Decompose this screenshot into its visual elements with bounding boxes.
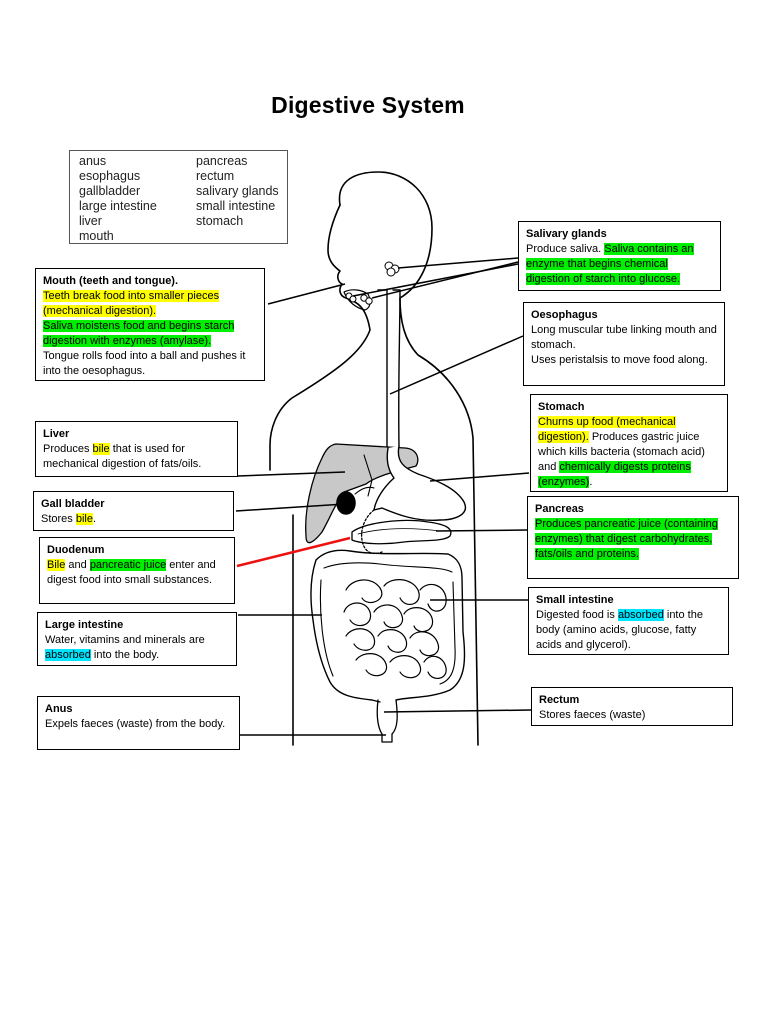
pancreas-shape <box>351 519 452 545</box>
word-bank-item: mouth <box>79 229 114 243</box>
body-outline <box>338 171 479 746</box>
word-bank-item: esophagus <box>79 169 141 183</box>
label-small-text-1: Digested food is <box>536 609 618 621</box>
label-rectum: Rectum Stores faeces (waste) <box>531 687 733 726</box>
label-mouth-mechanical: Teeth break food into smaller pieces (me… <box>43 290 220 317</box>
label-stomach-end: . <box>589 476 593 488</box>
label-liver-text-1: Produces <box>43 443 93 455</box>
label-small-intestine-heading: Small intestine <box>536 594 614 606</box>
label-liver-bile: bile <box>92 443 110 455</box>
label-gall-bladder: Gall bladder Stores bile. <box>33 491 234 531</box>
rectum-shape <box>376 699 398 743</box>
label-gall-text-2: . <box>92 513 97 525</box>
leader-gall-bladder <box>235 503 346 512</box>
label-gall-text-1: Stores <box>41 513 76 525</box>
stomach-shape <box>373 445 467 522</box>
label-mouth: Mouth (teeth and tongue). Teeth break fo… <box>35 268 265 381</box>
oesophagus-tube <box>377 289 388 448</box>
label-pancreas-text: Produces pancreatic juice (containing en… <box>535 518 718 560</box>
label-large-intestine-heading: Large intestine <box>45 619 124 631</box>
label-anus-heading: Anus <box>45 703 73 715</box>
body-outline-face <box>269 204 371 471</box>
leader-oesophagus <box>389 335 524 395</box>
leader-salivary-1 <box>397 257 519 269</box>
word-bank-item: rectum <box>196 169 235 183</box>
label-stomach-heading: Stomach <box>538 401 585 413</box>
label-large-text-2: into the body. <box>90 649 160 661</box>
label-large-intestine: Large intestine Water, vitamins and mine… <box>37 612 237 666</box>
label-mouth-heading: Mouth (teeth and tongue). <box>43 275 179 287</box>
word-bank-item: salivary glands <box>196 184 279 198</box>
leader-mouth <box>267 283 346 305</box>
leader-salivary-3 <box>352 263 519 297</box>
word-bank-item: liver <box>79 214 102 228</box>
label-duodenum: Duodenum Bile and pancreatic juice enter… <box>39 537 235 604</box>
word-bank-column-2: pancreas rectum salivary glands small in… <box>196 154 279 229</box>
label-salivary-glands: Salivary glands Produce saliva. Saliva c… <box>518 221 721 291</box>
label-salivary-heading: Salivary glands <box>526 228 607 240</box>
leader-rectum <box>383 709 532 713</box>
label-oesophagus-text-2: Uses peristalsis to move food along. <box>531 354 708 366</box>
label-large-absorbed: absorbed <box>45 649 91 661</box>
word-bank-item: gallbladder <box>79 184 141 198</box>
salivary-glands-shape <box>345 261 400 305</box>
word-bank-item: small intestine <box>196 199 276 213</box>
label-gall-bladder-heading: Gall bladder <box>41 498 105 510</box>
label-small-text-2: into the body (amino acids, glucose, fat… <box>536 609 703 651</box>
leader-liver <box>237 471 346 477</box>
label-small-intestine: Small intestine Digested food is absorbe… <box>528 587 729 655</box>
label-stomach-chemical: chemically digests proteins (enzymes) <box>538 461 691 488</box>
label-anus: Anus Expels faeces (waste) from the body… <box>37 696 240 750</box>
word-bank-item: large intestine <box>79 199 157 213</box>
label-stomach-text: Produces gastric juice which kills bacte… <box>538 431 705 473</box>
label-oesophagus: Oesophagus Long muscular tube linking mo… <box>523 302 725 386</box>
label-pancreas-heading: Pancreas <box>535 503 584 515</box>
label-anus-text: Expels faeces (waste) from the body. <box>45 718 226 730</box>
word-bank-item: anus <box>79 154 107 168</box>
label-small-absorbed: absorbed <box>617 609 664 621</box>
label-oesophagus-text-1: Long muscular tube linking mouth and sto… <box>531 324 717 351</box>
word-bank: anus esophagus gallbladder large intesti… <box>69 150 288 244</box>
label-liver-heading: Liver <box>43 428 70 440</box>
large-intestine-shape <box>310 549 466 703</box>
gall-bladder-shape <box>336 491 356 515</box>
label-pancreas: Pancreas Produces pancreatic juice (cont… <box>527 496 739 579</box>
word-bank-item: stomach <box>196 214 244 228</box>
page-title: Digestive System <box>271 92 465 118</box>
word-bank-item: pancreas <box>196 154 248 168</box>
label-salivary-text: Produce saliva. <box>526 243 605 255</box>
leader-stomach <box>429 472 530 482</box>
label-liver-text-2: that is used for mechanical digestion of… <box>43 443 202 470</box>
label-oesophagus-heading: Oesophagus <box>531 309 598 321</box>
label-stomach: Stomach Churns up food (mechanical diges… <box>530 394 728 492</box>
leader-duodenum <box>236 536 351 568</box>
label-duodenum-bile: Bile <box>47 559 66 571</box>
label-mouth-tongue: Tongue rolls food into a ball and pushes… <box>43 350 246 377</box>
label-duodenum-text: enter and digest food into small substan… <box>47 559 216 586</box>
label-large-text-1: Water, vitamins and minerals are <box>45 634 205 646</box>
leader-pancreas <box>435 529 528 532</box>
label-duodenum-and: and <box>65 559 90 571</box>
label-gall-bile: bile <box>75 513 93 525</box>
label-rectum-text: Stores faeces (waste) <box>539 709 646 721</box>
label-rectum-heading: Rectum <box>539 694 580 706</box>
label-mouth-chemical: Saliva moistens food and begins starch d… <box>43 320 235 347</box>
small-intestine-coils <box>343 579 447 679</box>
label-liver: Liver Produces bile that is used for mec… <box>35 421 238 477</box>
label-duodenum-heading: Duodenum <box>47 544 105 556</box>
word-bank-column-1: anus esophagus gallbladder large intesti… <box>79 154 157 244</box>
label-duodenum-pancreatic-juice: pancreatic juice <box>89 559 167 571</box>
